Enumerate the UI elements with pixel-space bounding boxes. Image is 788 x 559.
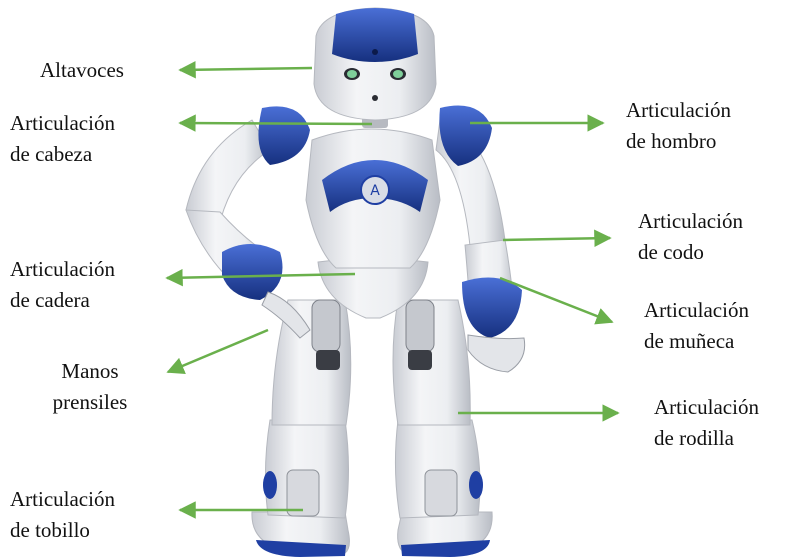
left-shoulder	[258, 106, 310, 165]
label-hands-line1: Manos	[61, 359, 119, 383]
arrow-speakers	[178, 61, 313, 79]
svg-text:A: A	[370, 183, 380, 199]
label-hip-joint: Articulación de cadera	[10, 254, 115, 316]
arrow-head-joint	[178, 114, 373, 132]
right-shoulder	[439, 105, 492, 166]
label-hip-joint-line2: de cadera	[10, 288, 90, 312]
label-elbow-joint: Articulación de codo	[638, 206, 743, 268]
label-ankle-joint-line1: Articulación	[10, 487, 115, 511]
label-hip-joint-line1: Articulación	[10, 257, 115, 281]
label-elbow-joint-line1: Articulación	[638, 209, 743, 233]
arrow-hands	[166, 328, 269, 374]
label-hands-line2: prensiles	[52, 390, 128, 414]
left-lower-leg	[264, 419, 349, 519]
arrow-elbow-joint	[502, 229, 612, 248]
right-foot	[397, 511, 493, 557]
label-head-joint-line1: Articulación	[10, 111, 115, 135]
right-lower-leg	[394, 419, 481, 519]
right-ankle	[424, 469, 458, 517]
label-knee-joint-line1: Articulación	[654, 395, 759, 419]
label-wrist-joint-line2: de muñeca	[644, 329, 735, 353]
label-speakers-text: Altavoces	[40, 58, 124, 82]
arrow-hip-joint	[165, 268, 356, 287]
label-knee-joint: Articulación de rodilla	[654, 392, 759, 454]
label-head-joint-line2: de cabeza	[10, 142, 93, 166]
arrow-wrist-joint	[499, 276, 614, 325]
label-elbow-joint-line2: de codo	[638, 240, 704, 264]
label-wrist-joint: Articulación de muñeca	[644, 295, 749, 357]
label-speakers: Altavoces	[40, 55, 124, 86]
label-hands: Manos prensiles	[30, 356, 150, 418]
label-shoulder-joint-line1: Articulación	[626, 98, 731, 122]
left-hand	[261, 291, 311, 339]
left-foot	[251, 511, 350, 557]
head	[313, 7, 437, 121]
right-hand	[467, 334, 526, 373]
label-shoulder-joint: Articulación de hombro	[626, 95, 731, 157]
left-ankle	[286, 469, 320, 517]
label-wrist-joint-line1: Articulación	[644, 298, 749, 322]
label-shoulder-joint-line2: de hombro	[626, 129, 717, 153]
label-ankle-joint-line2: de tobillo	[10, 518, 90, 542]
label-head-joint: Articulación de cabeza	[10, 108, 115, 170]
right-wrist-guard	[462, 277, 522, 338]
left-wrist-guard	[222, 244, 283, 300]
label-ankle-joint: Articulación de tobillo	[10, 484, 115, 546]
label-knee-joint-line2: de rodilla	[654, 426, 734, 450]
